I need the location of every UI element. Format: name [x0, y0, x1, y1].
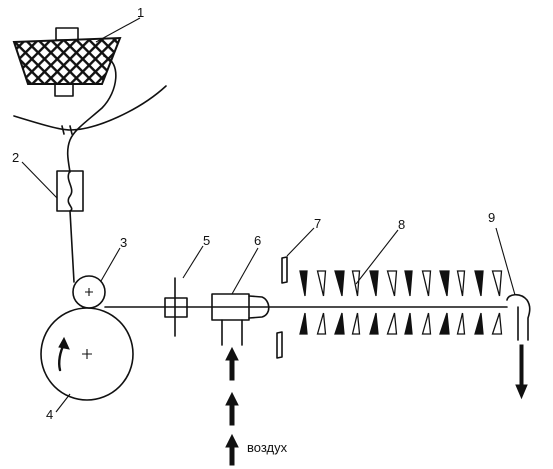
leader-8 — [355, 229, 399, 285]
drum-4-center — [82, 349, 92, 359]
comb-tooth — [369, 312, 379, 335]
comb-tooth — [316, 270, 327, 297]
label-2: 2 — [12, 150, 19, 165]
outlet-9 — [506, 293, 531, 400]
comb-tooth — [404, 312, 413, 335]
comb-tooth — [421, 270, 432, 297]
outlet-9-shape — [506, 293, 531, 341]
air-arrows — [225, 346, 239, 466]
leader-3 — [100, 247, 121, 282]
label-7: 7 — [314, 216, 321, 231]
label-9: 9 — [488, 210, 495, 225]
tensioner-2 — [56, 170, 84, 212]
air-arrow-1-head — [225, 346, 239, 361]
guide-plates-7 — [276, 256, 288, 359]
plate-7-upper — [281, 256, 288, 284]
comb-tooth — [334, 312, 345, 335]
leader-7 — [286, 227, 315, 257]
label-4: 4 — [46, 407, 53, 422]
air-arrow-3-head — [225, 433, 239, 448]
nozzle-tip — [248, 295, 270, 319]
label-3: 3 — [120, 235, 127, 250]
air-arrow-3-shaft — [229, 446, 235, 466]
comb-tooth — [369, 270, 379, 297]
guide-block-5 — [164, 277, 188, 337]
comb-tooth — [474, 312, 484, 335]
air-arrow-1-shaft — [229, 359, 235, 381]
comb-tooth — [386, 312, 398, 335]
bobbin-1 — [12, 27, 122, 97]
bobbin-body — [12, 36, 122, 85]
drum-4 — [40, 307, 134, 401]
roller-3-center — [85, 288, 93, 296]
comb-row-lower-8 — [299, 312, 503, 335]
comb-tooth — [439, 270, 450, 297]
drum-4-circle — [40, 307, 134, 401]
tensioner-yarn — [67, 170, 73, 212]
comb-tooth — [491, 312, 503, 335]
comb-tooth — [299, 270, 308, 297]
comb-tooth — [456, 270, 466, 297]
comb-row-upper-8 — [299, 270, 503, 297]
label-8: 8 — [398, 217, 405, 232]
guide-arc — [13, 85, 167, 131]
comb-tooth — [316, 312, 327, 335]
air-arrow-2-shaft — [229, 404, 235, 426]
label-6: 6 — [254, 233, 261, 248]
comb-tooth — [474, 270, 484, 297]
leader-1 — [95, 17, 141, 43]
bobbin-top-cap — [55, 27, 79, 41]
plate-7-lower — [276, 331, 283, 359]
yarn-from-bobbin — [66, 55, 117, 173]
air-nozzle-6 — [211, 293, 270, 346]
comb-tooth — [386, 270, 398, 297]
outlet-arrow-head — [515, 384, 528, 400]
leader-9 — [495, 227, 516, 296]
roller-3 — [72, 275, 106, 309]
nozzle-body — [211, 293, 250, 321]
comb-tooth — [439, 312, 450, 335]
outlet-arrow-shaft — [519, 344, 524, 386]
comb-tooth — [404, 270, 413, 297]
yarn-to-roller — [69, 210, 75, 283]
bobbin-bottom-cap — [54, 83, 74, 97]
comb-tooth — [334, 270, 345, 297]
comb-tooth — [491, 270, 503, 297]
comb-tooth — [421, 312, 432, 335]
air-label: воздух — [247, 440, 288, 455]
guide-5-block — [164, 297, 188, 318]
drum-rotation-arrowhead — [58, 336, 70, 350]
guide-notch — [61, 125, 73, 135]
leader-2 — [21, 161, 58, 199]
label-5: 5 — [203, 233, 210, 248]
leader-4 — [55, 393, 71, 413]
label-1: 1 — [137, 5, 144, 20]
leader-6 — [231, 247, 259, 295]
comb-tooth — [456, 312, 466, 335]
leader-5 — [182, 245, 204, 279]
air-arrow-2-head — [225, 391, 239, 406]
comb-tooth — [299, 312, 308, 335]
comb-tooth — [351, 312, 361, 335]
